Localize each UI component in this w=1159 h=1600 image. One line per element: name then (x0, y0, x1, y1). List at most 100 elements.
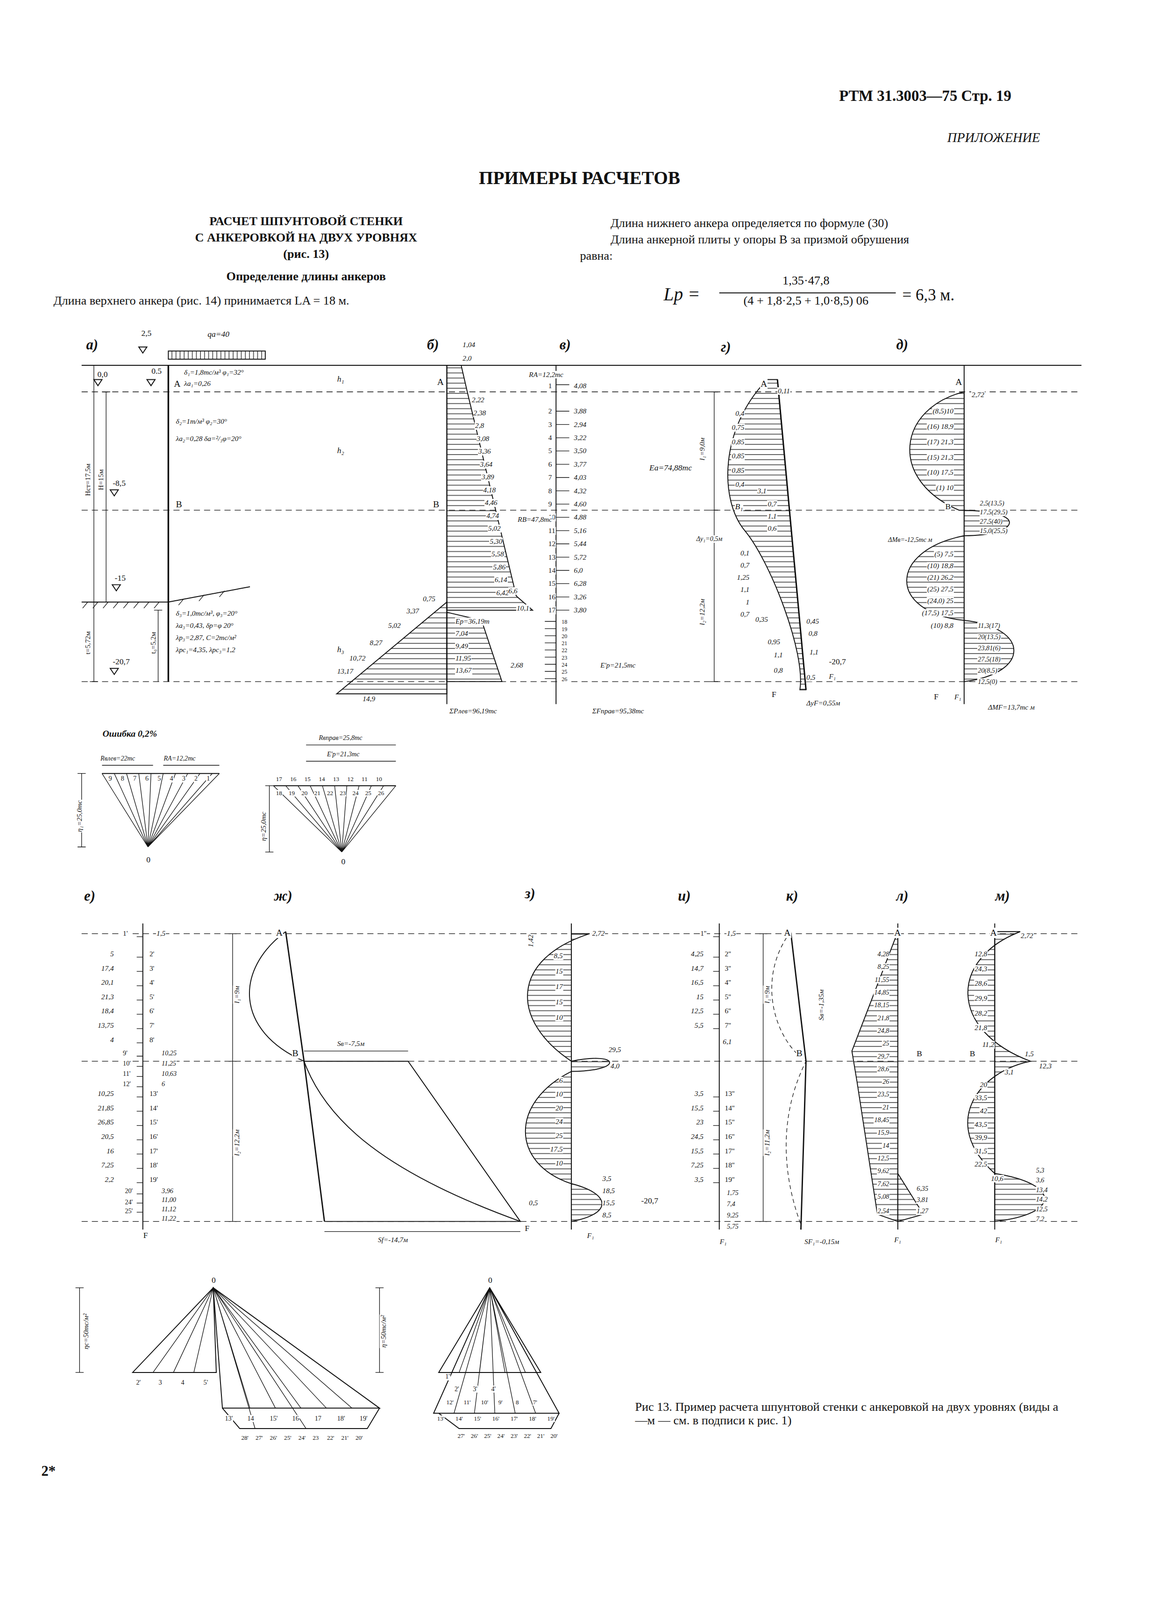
diagram-label: 21,85 (97, 1104, 114, 1113)
diagram-label: Sв=-7,5м (336, 1039, 366, 1048)
diagram-label: А (173, 378, 181, 390)
diagram-label: 31,5 (974, 1147, 988, 1156)
diagram-label: (4 + 1,8·2,5 + 1,0·8,5) 06 (743, 294, 869, 308)
diagram-label: 14 (318, 775, 326, 783)
diagram-label: h₃ (336, 645, 345, 655)
diagram-label: 4,88 (573, 513, 587, 522)
diagram-label: ΔМF=13,7тс м (987, 703, 1036, 712)
diagram-label: 27' (255, 1434, 264, 1442)
diagram-label: 0,45 (805, 617, 820, 626)
diagram-label: к) (785, 888, 799, 905)
diagram-label: 0 (487, 1275, 493, 1285)
diagram-label: 7' (149, 1021, 155, 1030)
diagram-label: 42 (979, 1107, 988, 1116)
diagram-label: 2,94 (573, 420, 587, 429)
diagram-label: 39,9 (974, 1133, 988, 1142)
diagram-label: 6 (558, 1076, 564, 1085)
diagram-label: 18,15 (873, 1001, 890, 1010)
diagram-label: F₁ (893, 1236, 902, 1245)
diagram-label: F (524, 1223, 531, 1233)
diagram-label: 0 (340, 857, 346, 867)
diagram-label: Hст=17,5м (83, 462, 92, 497)
diagram-label: λа₁=0,26 (183, 379, 212, 388)
diagram-label: Lp = (663, 284, 701, 305)
diagram-label: 23 (696, 1118, 704, 1127)
diagram-label: 25 (881, 1039, 890, 1048)
diagram-label: 1 (745, 598, 751, 607)
diagram-label: 7,62 (877, 1180, 890, 1188)
diagram-label: 19' (149, 1175, 159, 1184)
diagram-label: 3,50 (573, 447, 587, 456)
diagram-label: 2' (454, 1385, 460, 1394)
diagram-label: 4,03 (573, 473, 587, 482)
diagram-label: Длина верхнего анкера (рис. 14) принимае… (53, 294, 350, 308)
diagram-label: 24' (124, 1198, 134, 1207)
diagram-label: -20,7 (112, 657, 130, 667)
diagram-label: 16' (491, 1415, 500, 1423)
diagram-label: 3'' (724, 964, 732, 973)
diagram-label: 13,75 (97, 1021, 114, 1030)
diagram-label: г) (720, 339, 732, 356)
diagram-label: 0,75 (422, 595, 436, 604)
diagram-label: 4 (547, 433, 553, 442)
diagram-label: 23 (561, 654, 568, 662)
diagram-label: 18' (528, 1415, 537, 1423)
diagram-label: 19'' (724, 1175, 736, 1184)
diagram-label: 3,5 (694, 1089, 704, 1098)
diagram-label: 0,85 (731, 466, 746, 475)
diagram-label: 15 (696, 993, 704, 1002)
diagram-label: 4,28 (877, 950, 890, 959)
diagram-label: 12,5 (877, 1154, 890, 1163)
diagram-label: 3,1 (1004, 1068, 1015, 1077)
diagram-label: 25' (283, 1434, 292, 1442)
diagram-label: 0,85 (731, 438, 746, 447)
diagram-label: 11,3(17) (977, 622, 1001, 630)
diagram-label: RВ=47,8тс (517, 515, 553, 524)
diagram-label: ПРИЛОЖЕНИЕ (946, 130, 1041, 145)
diagram-label: 20,5 (100, 1132, 115, 1141)
diagram-label: А (760, 378, 768, 390)
diagram-label: 1,1 (809, 648, 819, 657)
diagram-label: 18,4 (100, 1007, 115, 1016)
diagram-label: 27,5(18) (977, 655, 1001, 664)
diagram-label: 3 (158, 1379, 163, 1387)
diagram-label: 6,35 (916, 1185, 929, 1193)
diagram-label: 1,35·47,8 (782, 274, 830, 288)
diagram-label: 25 (561, 668, 568, 676)
diagram-label: 9 (108, 775, 113, 783)
diagram-label: 0,0 (97, 369, 109, 379)
diagram-label: 17 (314, 1414, 322, 1423)
diagram-label: 0.5 (150, 366, 163, 376)
diagram-label: 16'' (724, 1132, 736, 1141)
diagram-label: λрс₁=4,35, λрс₃=1,2 (175, 646, 236, 655)
diagram-label: λа₃=0,43, δр=φ 20° (175, 621, 235, 630)
diagram-label: 11' (122, 1070, 131, 1078)
diagram-label: 4,25 (690, 950, 704, 959)
diagram-label: h₁ (336, 374, 345, 384)
figure-caption: Рис 13. Пример расчета шпунтовой стенки … (634, 1400, 1064, 1428)
diagram-label: Sf=-14,7м (377, 1236, 409, 1245)
diagram-label: А (893, 927, 902, 939)
diagram-label: 6,14 (494, 575, 508, 584)
diagram-label: 9,25 (726, 1211, 740, 1220)
diagram-label: 1,04 (462, 341, 476, 349)
diagram-label: 20' (549, 1432, 558, 1440)
diagram-label: 10 (554, 1013, 563, 1022)
diagram-label: 8,5 (553, 952, 563, 960)
diagram-label: 9,62 (877, 1167, 890, 1175)
diagram-label: 8' (149, 1036, 155, 1045)
diagram-label: 19 (561, 626, 568, 633)
diagram-label: 5,86 (492, 563, 506, 572)
diagram-label: 4'' (724, 978, 732, 987)
diagram-label: 26 (377, 789, 385, 797)
diagram-label: 1 (547, 382, 553, 391)
diagram-label: 1,42 (526, 933, 535, 948)
diagram-label: 21 (313, 789, 321, 797)
diagram-label: 10 (554, 1090, 563, 1099)
diagram-label: ΣFправ=95,38тс (591, 707, 645, 716)
diagram-label: F (142, 1230, 149, 1240)
diagram-label: 14' (149, 1104, 159, 1113)
diagram-label: В (916, 1049, 923, 1059)
